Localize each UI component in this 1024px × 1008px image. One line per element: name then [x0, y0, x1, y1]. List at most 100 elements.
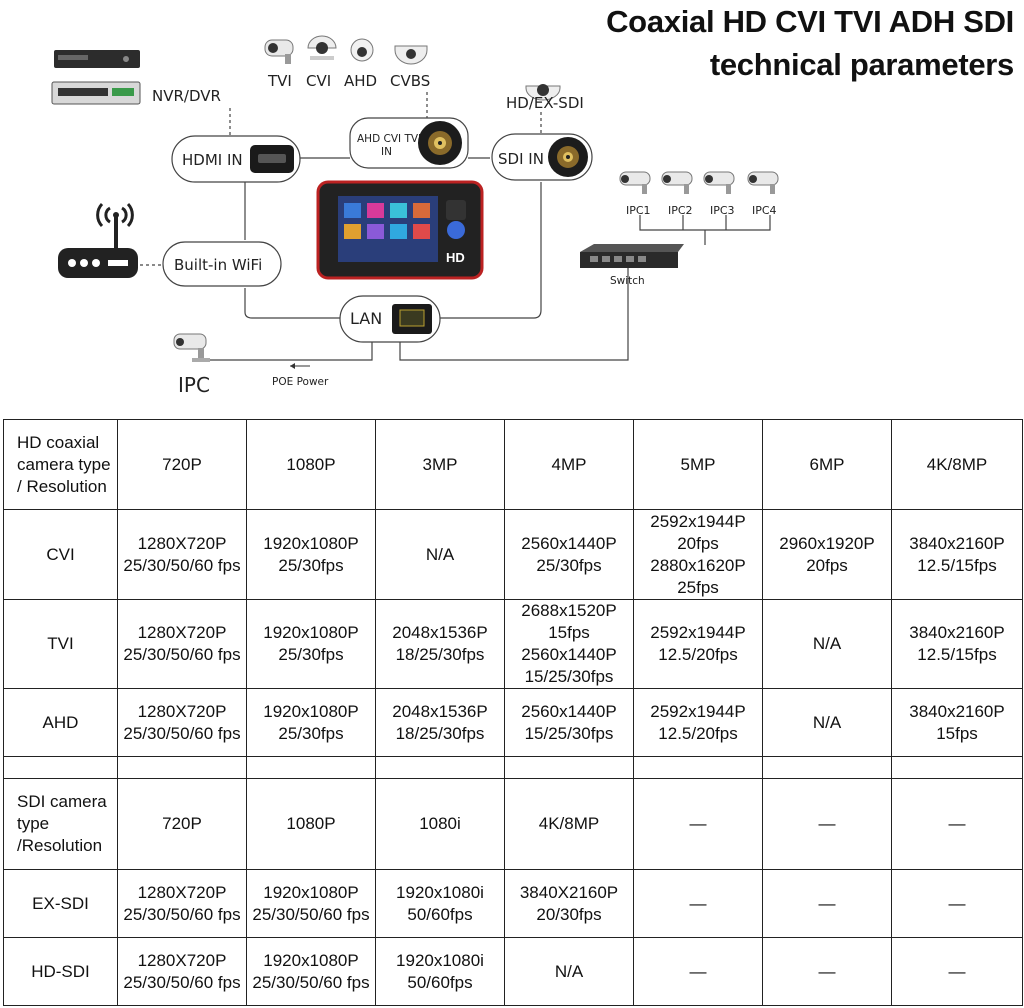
hd-header-cell: 5MP [633, 419, 763, 510]
ipc3-label: IPC3 [710, 204, 735, 217]
hd-header-cell: 4MP [504, 419, 634, 510]
hd-header-cell: 1080P [246, 419, 376, 510]
sdi-port-icon [548, 137, 588, 177]
table-cell: 2560x1440P 15/25/30fps [504, 688, 634, 757]
sdi-header-cell: — [633, 778, 763, 870]
table-cell: AHD [3, 688, 118, 757]
table-cell: — [762, 869, 892, 938]
sdi-header-cell: 1080i [375, 778, 505, 870]
hd-header-cell: 4K/8MP [891, 419, 1023, 510]
analog-cameras-icon [264, 35, 428, 65]
ipc2-label: IPC2 [668, 204, 693, 217]
sdi-header-row: SDI camera type /Resolution 720P 1080P 1… [3, 778, 1023, 870]
table-cell: — [891, 869, 1023, 938]
title-line-2: technical parameters [709, 47, 1014, 82]
table-cell: 2048x1536P 18/25/30fps [375, 599, 505, 689]
table-cell: 3840X2160P 20/30fps [504, 869, 634, 938]
table-cell: 1280X720P 25/30/50/60 fps [117, 599, 247, 689]
wifi-label: Built-in WiFi [174, 256, 262, 274]
table-cell: N/A [762, 688, 892, 757]
tester-device-icon: HD [316, 180, 484, 280]
device-badge: HD [446, 250, 465, 265]
hd-header-cell: 3MP [375, 419, 505, 510]
sdi-header-cell: — [891, 778, 1023, 870]
switch-icon [580, 244, 684, 268]
table-cell: 3840x2160P 12.5/15fps [891, 599, 1023, 689]
table-cell: N/A [762, 599, 892, 689]
table-row: EX-SDI 1280X720P 25/30/50/60 fps 1920x10… [3, 869, 1023, 938]
connection-diagram: NVR/DVR TVI CVI AHD CVBS HDMI IN AHD CVI… [51, 35, 779, 397]
table-cell: 3840x2160P 12.5/15fps [891, 509, 1023, 600]
table-cell: — [762, 937, 892, 1006]
hdmi-in-label: HDMI IN [182, 151, 243, 169]
ipc-cameras-icon [619, 171, 779, 194]
wifi-box [162, 241, 282, 287]
table-cell: 1920x1080i 50/60fps [375, 869, 505, 938]
title-line-1: Coaxial HD CVI TVI ADH SDI [606, 4, 1014, 39]
hd-header-cell: HD coaxial camera type / Resolution [3, 419, 118, 510]
lan-port-icon [392, 304, 432, 334]
table-cell: 3840x2160P 15fps [891, 688, 1023, 757]
table-row: AHD 1280X720P 25/30/50/60 fps 1920x1080P… [3, 688, 1023, 757]
camera-label-tvi: TVI [267, 72, 292, 90]
table-row: HD-SDI 1280X720P 25/30/50/60 fps 1920x10… [3, 937, 1023, 1006]
ipc-camera-icon [173, 333, 210, 362]
table-cell: 2592x1944P 12.5/20fps [633, 688, 763, 757]
table-cell: 2560x1440P 25/30fps [504, 509, 634, 600]
ipc-label: IPC [178, 373, 210, 397]
ipc4-label: IPC4 [752, 204, 777, 217]
poe-label: POE Power [272, 376, 329, 388]
table-cell: 1920x1080P 25/30/50/60 fps [246, 869, 376, 938]
table-cell: 1920x1080P 25/30/50/60 fps [246, 937, 376, 1006]
table-cell: 2960x1920P 20fps [762, 509, 892, 600]
hd-header-cell: 6MP [762, 419, 892, 510]
table-cell: 2688x1520P 15fps 2560x1440P 15/25/30fps [504, 599, 634, 689]
table-cell: 1920x1080P 25/30fps [246, 688, 376, 757]
spacer-row [3, 756, 1023, 779]
table-cell: — [633, 869, 763, 938]
table-cell: 2048x1536P 18/25/30fps [375, 688, 505, 757]
sdi-header-cell: 4K/8MP [504, 778, 634, 870]
table-cell: 1920x1080P 25/30fps [246, 509, 376, 600]
table-cell: N/A [504, 937, 634, 1006]
table-cell: 1280X720P 25/30/50/60 fps [117, 688, 247, 757]
table-cell: 1920x1080i 50/60fps [375, 937, 505, 1006]
table-cell: 1280X720P 25/30/50/60 fps [117, 869, 247, 938]
sdi-in-label: SDI IN [498, 150, 544, 168]
analog-in-label-2: IN [381, 146, 392, 158]
nvr-dvr-icon [51, 50, 141, 105]
sdi-header-cell: 1080P [246, 778, 376, 870]
camera-label-ahd: AHD [344, 72, 377, 90]
table-cell: HD-SDI [3, 937, 118, 1006]
sdi-header-cell: 720P [117, 778, 247, 870]
sdi-header-cell: — [762, 778, 892, 870]
hd-header-cell: 720P [117, 419, 247, 510]
page-title: Coaxial HD CVI TVI ADH SDI technical par… [606, 0, 1014, 86]
table-row: CVI 1280X720P 25/30/50/60 fps 1920x1080P… [3, 509, 1023, 600]
table-cell: 1280X720P 25/30/50/60 fps [117, 937, 247, 1006]
bnc-port-icon [418, 121, 462, 165]
wifi-router-icon [58, 202, 138, 278]
table-cell: 2592x1944P 20fps 2880x1620P 25fps [633, 509, 763, 600]
analog-in-label-1: AHD CVI TVI [357, 133, 421, 145]
ipc1-label: IPC1 [626, 204, 651, 217]
sdi-header-cell: SDI camera type /Resolution [3, 778, 118, 870]
table-cell: TVI [3, 599, 118, 689]
switch-label: Switch [610, 275, 645, 287]
table-cell: 2592x1944P 12.5/20fps [633, 599, 763, 689]
hd-header-row: HD coaxial camera type / Resolution 720P… [3, 419, 1023, 510]
spec-table: HD coaxial camera type / Resolution 720P… [3, 419, 1023, 1006]
table-row: TVI 1280X720P 25/30/50/60 fps 1920x1080P… [3, 599, 1023, 689]
nvr-label: NVR/DVR [152, 87, 221, 105]
table-cell: — [891, 937, 1023, 1006]
table-cell: 1280X720P 25/30/50/60 fps [117, 509, 247, 600]
sdi-camera-icon [525, 84, 561, 101]
camera-label-cvi: CVI [306, 72, 331, 90]
table-cell: EX-SDI [3, 869, 118, 938]
table-cell: CVI [3, 509, 118, 600]
lan-label: LAN [350, 309, 382, 328]
table-cell: 1920x1080P 25/30fps [246, 599, 376, 689]
table-cell: — [633, 937, 763, 1006]
camera-label-cvbs: CVBS [390, 72, 430, 90]
table-cell: N/A [375, 509, 505, 600]
